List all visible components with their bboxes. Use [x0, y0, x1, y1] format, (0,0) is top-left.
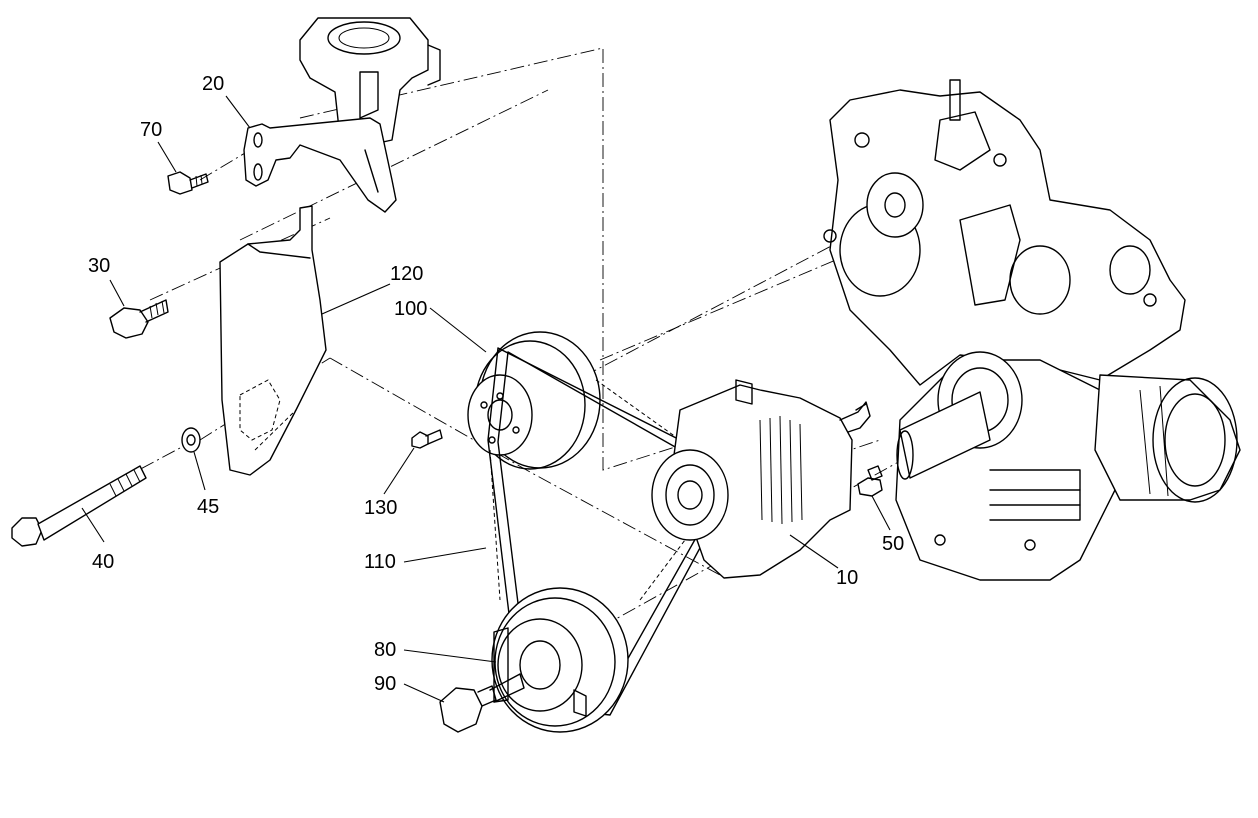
bolt-part-90	[439, 673, 525, 733]
crank-housing	[895, 351, 1131, 581]
bolt-part-30	[109, 299, 169, 339]
leader-45	[193, 451, 206, 491]
leader-110	[403, 547, 487, 563]
callout-40: 40	[92, 551, 114, 573]
callout-120: 120	[390, 263, 423, 285]
callout-10: 10	[836, 567, 858, 589]
leader-40	[81, 507, 105, 543]
leader-10	[789, 534, 839, 569]
alternator-part-10	[651, 379, 871, 579]
belt-cover-part-120	[219, 205, 327, 476]
callout-20: 20	[202, 73, 224, 95]
washer-part-45	[181, 427, 201, 453]
callout-130: 130	[364, 497, 397, 519]
callout-70: 70	[140, 119, 162, 141]
engine-gear-case	[823, 79, 1186, 386]
leader-120	[321, 283, 391, 315]
leader-100	[429, 307, 487, 353]
fitting-part-50	[857, 465, 883, 497]
oil-filter	[1094, 374, 1241, 503]
bolt-part-40	[11, 465, 147, 547]
callout-90: 90	[374, 673, 396, 695]
leader-80	[403, 649, 497, 663]
screw-part-130	[411, 429, 443, 449]
leader-30	[109, 279, 125, 307]
callout-80: 80	[374, 639, 396, 661]
callout-50: 50	[882, 533, 904, 555]
pulley-part-100	[467, 331, 601, 470]
bolt-part-70	[167, 171, 209, 195]
callout-30: 30	[88, 255, 110, 277]
leader-50	[871, 495, 891, 531]
callout-45: 45	[197, 496, 219, 518]
leader-lines	[81, 95, 891, 703]
leader-70	[157, 141, 177, 173]
leader-20	[225, 95, 251, 129]
leader-130	[383, 447, 415, 495]
bracket-part-20	[243, 17, 441, 213]
crank-pulley-part-80	[491, 587, 629, 733]
callout-labels: 10 20 30 40 45 50 70 80 90 100 110 120 1…	[88, 73, 904, 695]
callout-110: 110	[364, 551, 396, 573]
leader-90	[403, 683, 445, 703]
callout-100: 100	[394, 298, 427, 320]
